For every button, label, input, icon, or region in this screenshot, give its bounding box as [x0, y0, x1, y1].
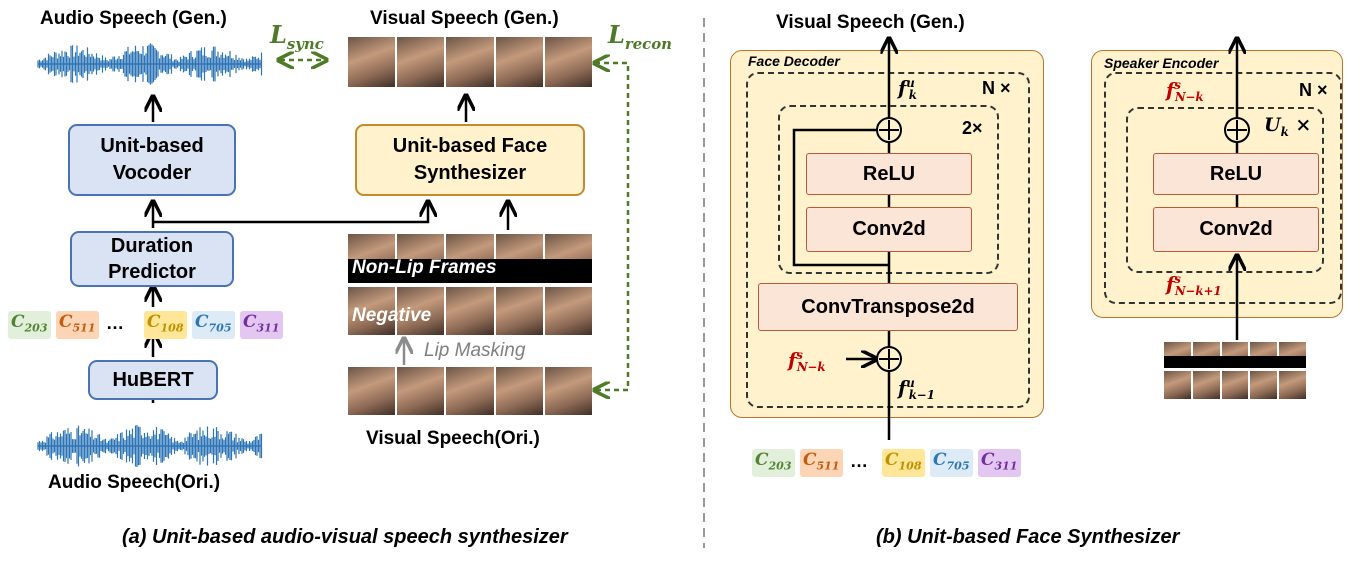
original-waveform [37, 424, 263, 468]
audio-gen-title: Audio Speech (Gen.) [40, 8, 227, 29]
speaker-frames-bottom [1164, 371, 1306, 399]
residual-skip-line [792, 128, 889, 267]
face-frame [446, 37, 494, 87]
non-lip-label-bar [348, 259, 592, 283]
unit-token: C203 [752, 449, 795, 478]
encoder-inner-block [1126, 107, 1324, 273]
f-k-minus-1-u-label: fuk−1 [898, 376, 935, 403]
speaker-frames-mask-bar [1164, 356, 1306, 368]
residual-2-times: 2× [962, 118, 983, 138]
negative-label: Negative [352, 305, 432, 326]
sync-loss-label: Lsync [270, 20, 324, 53]
speaker-encoder-label: Speaker Encoder [1104, 55, 1219, 71]
generated-visual-frames [348, 37, 593, 87]
generated-waveform [37, 43, 263, 85]
encoder-f-nk1-s-label: fsN−k+1 [1166, 272, 1222, 299]
encoder-relu-box: ReLU [1153, 153, 1319, 195]
face-frame [495, 37, 543, 87]
face-frame [397, 37, 445, 87]
uk-repeat-label: Uk × [1264, 114, 1312, 139]
duration-predictor-box: Duration Predictor [70, 231, 234, 287]
unit-token: C511 [56, 311, 99, 340]
caption-b: (b) Unit-based Face Synthesizer [876, 526, 1180, 548]
decoder-residual-add-icon [876, 117, 902, 143]
unit-token: C705 [192, 311, 235, 340]
decoder-conv2d-box: Conv2d [806, 207, 972, 252]
visual-gen-title: Visual Speech (Gen.) [370, 8, 559, 29]
decoder-relu-box: ReLU [806, 153, 972, 195]
unit-token: C203 [8, 311, 51, 340]
caption-a: (a) Unit-based audio-visual speech synth… [122, 526, 568, 548]
face-decoder-label: Face Decoder [748, 53, 840, 69]
unit-token: C108 [144, 311, 187, 340]
audio-ori-title: Audio Speech(Ori.) [48, 472, 221, 493]
conv-transpose-box: ConvTranspose2d [758, 283, 1018, 331]
decoder-n-times: N × [982, 78, 1011, 98]
unit-token: C108 [882, 449, 925, 478]
decoder-speaker-add-icon [876, 346, 902, 372]
decoder-f-nk-s-label: fsN−k [788, 348, 826, 375]
unit-ellipsis: … [106, 313, 124, 333]
face-frame [348, 37, 396, 87]
unit-ellipsis: … [850, 451, 868, 471]
arrow-duration-to-face-synth [153, 203, 428, 224]
unit-token: C705 [930, 449, 973, 478]
visual-ori-title: Visual Speech(Ori.) [366, 428, 540, 449]
negative-frames-strip [348, 287, 593, 335]
encoder-add-icon [1224, 117, 1250, 143]
encoder-n-block [1104, 72, 1342, 304]
unit-token: C311 [978, 449, 1021, 478]
right-visual-gen-title: Visual Speech (Gen.) [776, 12, 965, 33]
face-frame [544, 37, 593, 87]
encoder-conv2d-box: Conv2d [1153, 207, 1319, 252]
unit-token: C511 [800, 449, 843, 478]
unit-token: C311 [240, 311, 283, 340]
non-lip-frames-label: Non-Lip Frames [352, 257, 497, 278]
face-synthesizer-box: Unit-based Face Synthesizer [355, 124, 585, 196]
encoder-n-times: N × [1299, 80, 1328, 100]
f-k-u-label: fuk [898, 76, 917, 103]
unit-vocoder-box: Unit-based Vocoder [68, 124, 236, 196]
original-visual-frames [348, 367, 593, 415]
hubert-box: HuBERT [88, 360, 218, 400]
encoder-f-nk-s-label: fsN−k [1166, 78, 1204, 105]
recon-loss-label: Lrecon [608, 20, 672, 53]
lip-masking-label: Lip Masking [424, 340, 526, 361]
